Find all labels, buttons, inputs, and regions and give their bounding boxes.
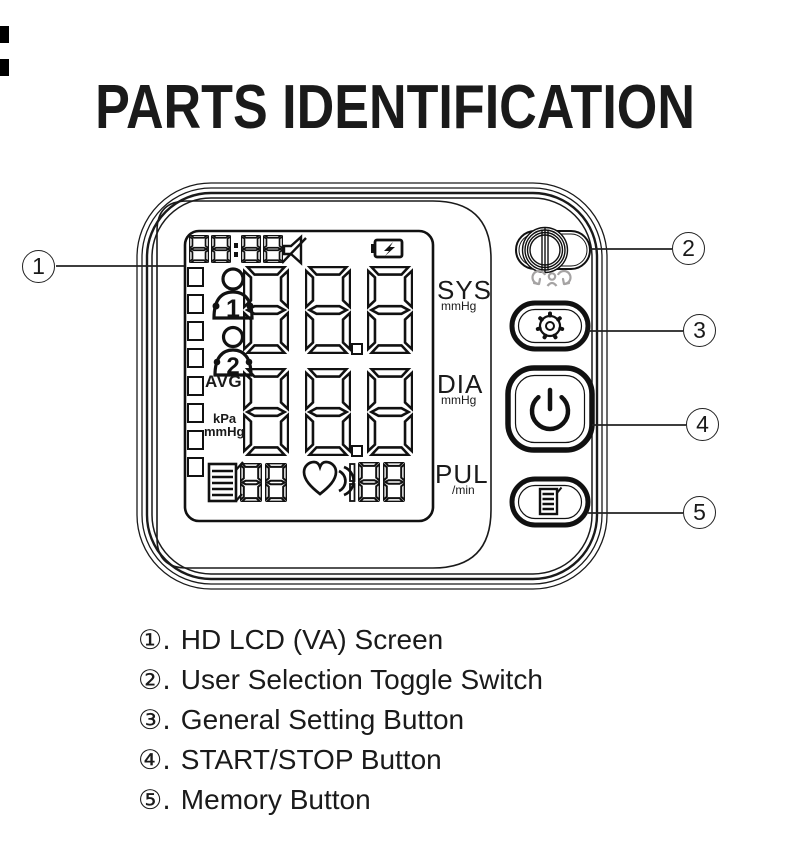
svg-text:2: 2: [226, 353, 239, 380]
callout-3: 3: [683, 314, 716, 347]
callout-1: 1: [22, 250, 55, 283]
callout-2: 2: [672, 232, 705, 265]
sys-digits: [243, 266, 413, 355]
legend-prefix: ③.: [138, 705, 171, 736]
legend-prefix: ⑤.: [138, 785, 171, 816]
front-panel: [156, 200, 492, 569]
user1-icon: 1: [212, 267, 254, 323]
legend-item-5: ⑤. Memory Button: [138, 780, 543, 820]
legend-label: START/STOP Button: [180, 744, 442, 775]
swap-user-arrows-icon: [531, 269, 572, 287]
legend-prefix: ②.: [138, 665, 171, 696]
page-edge-mark: [0, 59, 9, 76]
pulse-digits: [349, 462, 405, 502]
legend-label: HD LCD (VA) Screen: [180, 624, 444, 655]
sys-unit: mmHg: [441, 299, 477, 313]
power-icon: [529, 387, 571, 432]
mmhg-label: mmHg: [204, 424, 245, 439]
callout-4: 4: [686, 408, 719, 441]
decimal-point: [351, 445, 363, 457]
dia-unit: mmHg: [441, 393, 477, 407]
mute-icon: [281, 234, 307, 266]
lcd-screen: [183, 229, 435, 523]
sys-label: SYS: [437, 275, 493, 305]
legend-label: Memory Button: [180, 784, 371, 815]
dia-digits: [243, 368, 413, 457]
user-toggle-switch: [515, 226, 591, 274]
setting-button: [509, 300, 591, 352]
start-stop-button: [505, 365, 595, 453]
gear-icon: [535, 311, 565, 340]
user2-icon: 2: [213, 325, 253, 380]
legend-prefix: ④.: [138, 745, 171, 776]
legend-item-1: ①. HD LCD (VA) Screen: [138, 620, 543, 660]
svg-text:1: 1: [226, 295, 240, 323]
legend-item-2: ②. User Selection Toggle Switch: [138, 660, 543, 700]
legend-label: General Setting Button: [180, 704, 465, 735]
pul-unit: /min: [452, 483, 475, 497]
clock-display: [189, 235, 283, 263]
decimal-point: [351, 343, 363, 355]
memory-button-icon: [538, 486, 563, 516]
page-edge-mark: [0, 26, 9, 43]
callout-5: 5: [683, 496, 716, 529]
avg-label: AVG: [205, 372, 243, 391]
battery-icon: [371, 238, 404, 259]
dia-label: DIA: [437, 369, 484, 399]
memory-digits: [240, 463, 287, 502]
legend-label: User Selection Toggle Switch: [180, 664, 543, 695]
legend: ①. HD LCD (VA) Screen ②. User Selection To…: [138, 620, 543, 820]
page-title: PARTS IDENTIFICATION: [95, 73, 695, 142]
pul-label: PUL: [435, 459, 489, 489]
memory-icon: [207, 461, 244, 503]
legend-item-3: ③. General Setting Button: [138, 700, 543, 740]
indicator-squares: [187, 267, 204, 477]
callout-lines: [56, 248, 686, 514]
kpa-label: kPa: [213, 411, 237, 426]
toggle-knob-bar: [541, 228, 549, 272]
legend-item-4: ④. START/STOP Button: [138, 740, 543, 780]
heart-icon: [302, 460, 355, 497]
legend-prefix: ①.: [138, 625, 171, 656]
memory-button: [509, 476, 591, 528]
